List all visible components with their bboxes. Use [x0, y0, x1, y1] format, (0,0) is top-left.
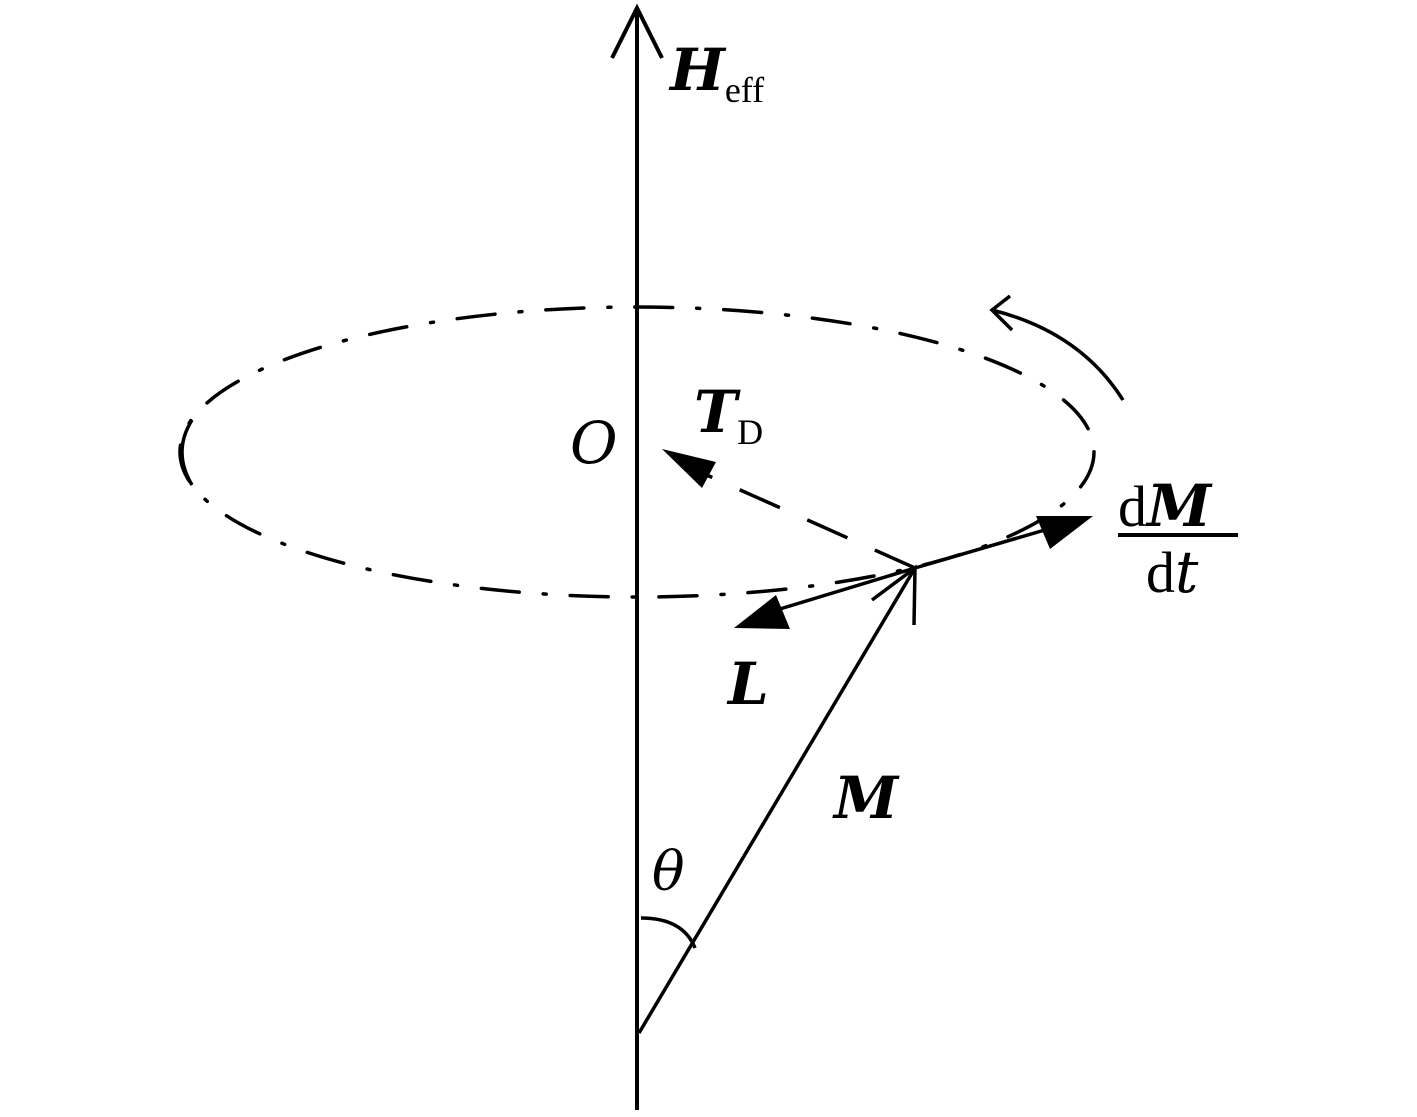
damping-torque-arrowhead — [662, 449, 716, 488]
derivative-m: M — [1145, 472, 1213, 540]
origin-label: O — [570, 409, 618, 477]
field-subscript: eff — [725, 70, 764, 110]
precession-direction-arrowhead — [989, 294, 1014, 332]
field-axis-arrowhead — [610, 3, 664, 59]
precession-torque-arrowhead — [1036, 516, 1093, 549]
magnetization-label: M — [832, 764, 900, 832]
derivative-numerator: dM — [1118, 472, 1213, 540]
torque-symbol: T — [694, 378, 741, 446]
angle-label: θ — [652, 840, 685, 903]
damping-label: L — [726, 650, 769, 718]
precession-direction-arc — [991, 308, 1125, 401]
denominator-t: t — [1175, 538, 1199, 606]
derivative-d: d — [1118, 474, 1147, 539]
orbit-left-arc — [180, 419, 194, 486]
magnetization-vector — [637, 567, 917, 1034]
torque-subscript: D — [737, 412, 763, 452]
derivative-denominator: dt — [1146, 538, 1199, 606]
damping-torque-label: TD — [694, 378, 763, 452]
damping-arrowhead — [734, 595, 790, 629]
damping-vector — [769, 566, 916, 614]
precession-orbit — [178, 305, 1096, 599]
damping-torque-vector — [699, 470, 916, 570]
precession-torque-vector — [914, 525, 1056, 570]
angle-arc — [640, 916, 697, 949]
denominator-d: d — [1146, 540, 1175, 605]
field-symbol: H — [668, 36, 727, 104]
field-label: Heff — [668, 36, 764, 110]
